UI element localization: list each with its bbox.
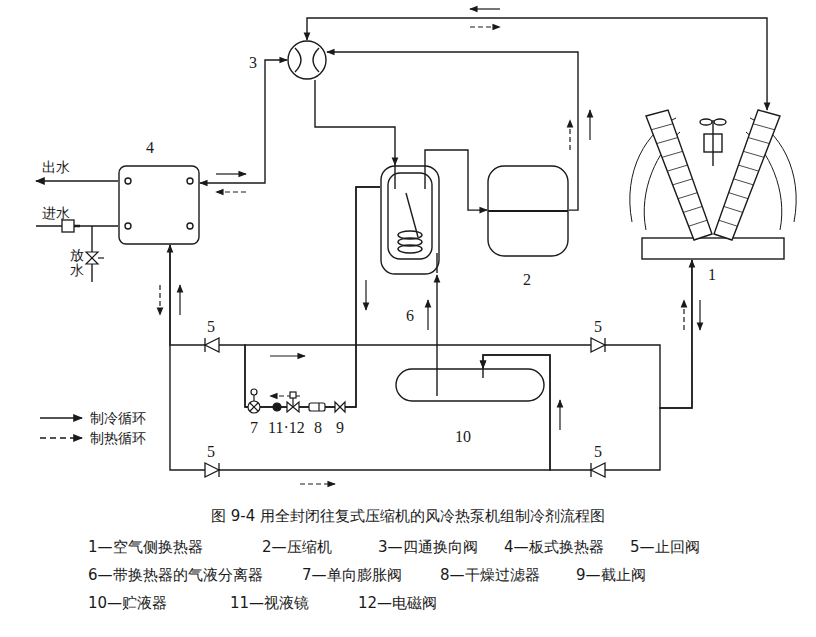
callout-number: 5 <box>207 443 215 461</box>
flow-arrow <box>683 300 684 330</box>
liquid-receiver-outline <box>395 368 545 402</box>
water-strainer <box>74 225 80 228</box>
flow-arrow <box>300 483 335 484</box>
check-valve <box>205 463 219 477</box>
flow-arrow <box>427 300 428 330</box>
refrigerant-pipe <box>436 275 437 368</box>
water-label: 放水 <box>70 248 84 279</box>
check-valve <box>205 338 219 352</box>
part-key: 12—电磁阀 <box>358 594 437 612</box>
part-key: 3—四通换向阀 <box>378 538 478 556</box>
part-key: 11—视液镜 <box>230 594 309 612</box>
figure-caption: 图 9-4 用全封闭往复式压缩机的风冷热泵机组制冷剂流程图 <box>211 507 605 525</box>
part-key: 10—贮液器 <box>88 594 167 612</box>
water-inlet-pipe <box>36 225 118 226</box>
check-valve <box>591 463 605 477</box>
callout-number: 10 <box>455 428 471 446</box>
callout-number: 2 <box>523 271 531 289</box>
callout-number: 9 <box>336 419 344 437</box>
part-key: 1—空气侧换热器 <box>88 538 203 556</box>
filter-drier <box>309 403 325 411</box>
liquid-receiver: 10 <box>395 368 545 402</box>
check-valve <box>591 338 605 352</box>
air-heat-exchanger-outline <box>628 110 798 260</box>
part-key: 9—截止阀 <box>576 566 646 584</box>
part-key: 2—压缩机 <box>262 538 332 556</box>
solenoid-valve <box>287 392 299 412</box>
stop-valve <box>335 402 345 412</box>
flow-arrow <box>470 8 500 9</box>
flow-arrow <box>216 173 246 174</box>
callout-number: 1 <box>708 266 716 284</box>
callout-number: 6 <box>406 307 414 325</box>
flow-arrows <box>160 9 700 484</box>
flow-arrow <box>699 300 700 330</box>
expansion-valve <box>248 389 260 413</box>
drain-valve <box>86 252 98 264</box>
flow-arrow <box>569 120 570 150</box>
water-strainer <box>62 220 74 232</box>
refrigerant-pipe <box>245 187 692 408</box>
part-key: 6—带换热器的气液分离器 <box>88 566 263 584</box>
flow-arrow <box>179 285 180 315</box>
legend-text: 制热循环 <box>90 429 146 447</box>
flow-arrow <box>216 191 246 192</box>
refrigerant-pipe <box>170 187 380 407</box>
flow-arrow <box>270 355 305 356</box>
refrigerant-pipe <box>307 18 767 110</box>
air-heat-exchanger: 1 <box>628 110 798 260</box>
part-key: 5—止回阀 <box>630 538 700 556</box>
part-key: 7—单向膨胀阀 <box>302 566 402 584</box>
refrigerant-pipe <box>315 80 395 165</box>
water-outlet-pipe <box>36 180 118 181</box>
callout-number: 4 <box>146 139 154 157</box>
refrigerant-pipe <box>170 245 550 470</box>
callout-number: 11·12 <box>268 419 305 437</box>
drain-valve <box>98 257 104 258</box>
four-way-valve-outline <box>287 40 327 80</box>
water-label: 出水 <box>42 158 70 176</box>
refrigerant-pipe <box>200 60 287 183</box>
water-label: 进水 <box>42 204 70 222</box>
flow-arrow <box>365 280 366 310</box>
part-key: 8—干燥过滤器 <box>440 566 540 584</box>
gas-liquid-separator: 6 <box>380 165 440 275</box>
sight-glass <box>273 403 281 411</box>
flow-arrow <box>589 110 590 140</box>
flow-arrow <box>559 400 560 430</box>
compressor-outline <box>487 165 569 257</box>
callout-number: 7 <box>250 419 258 437</box>
callout-number: 8 <box>314 419 322 437</box>
part-key: 4—板式换热器 <box>504 538 604 556</box>
callout-number: 5 <box>594 318 602 336</box>
plate-heat-exchanger-outline <box>118 165 200 245</box>
gas-liquid-separator-outline <box>380 165 440 275</box>
flow-arrow <box>159 285 160 315</box>
plate-heat-exchanger: 4 <box>118 165 200 245</box>
callout-number: 5 <box>594 443 602 461</box>
callout-number: 3 <box>249 54 257 72</box>
compressor: 2 <box>487 165 569 257</box>
four-way-valve: 3 <box>287 40 327 80</box>
flow-arrow <box>470 26 500 27</box>
legend-text: 制冷循环 <box>90 409 146 427</box>
legend-solid-arrow <box>40 417 82 418</box>
callout-number: 5 <box>207 318 215 336</box>
legend-dashed-arrow <box>40 437 82 438</box>
